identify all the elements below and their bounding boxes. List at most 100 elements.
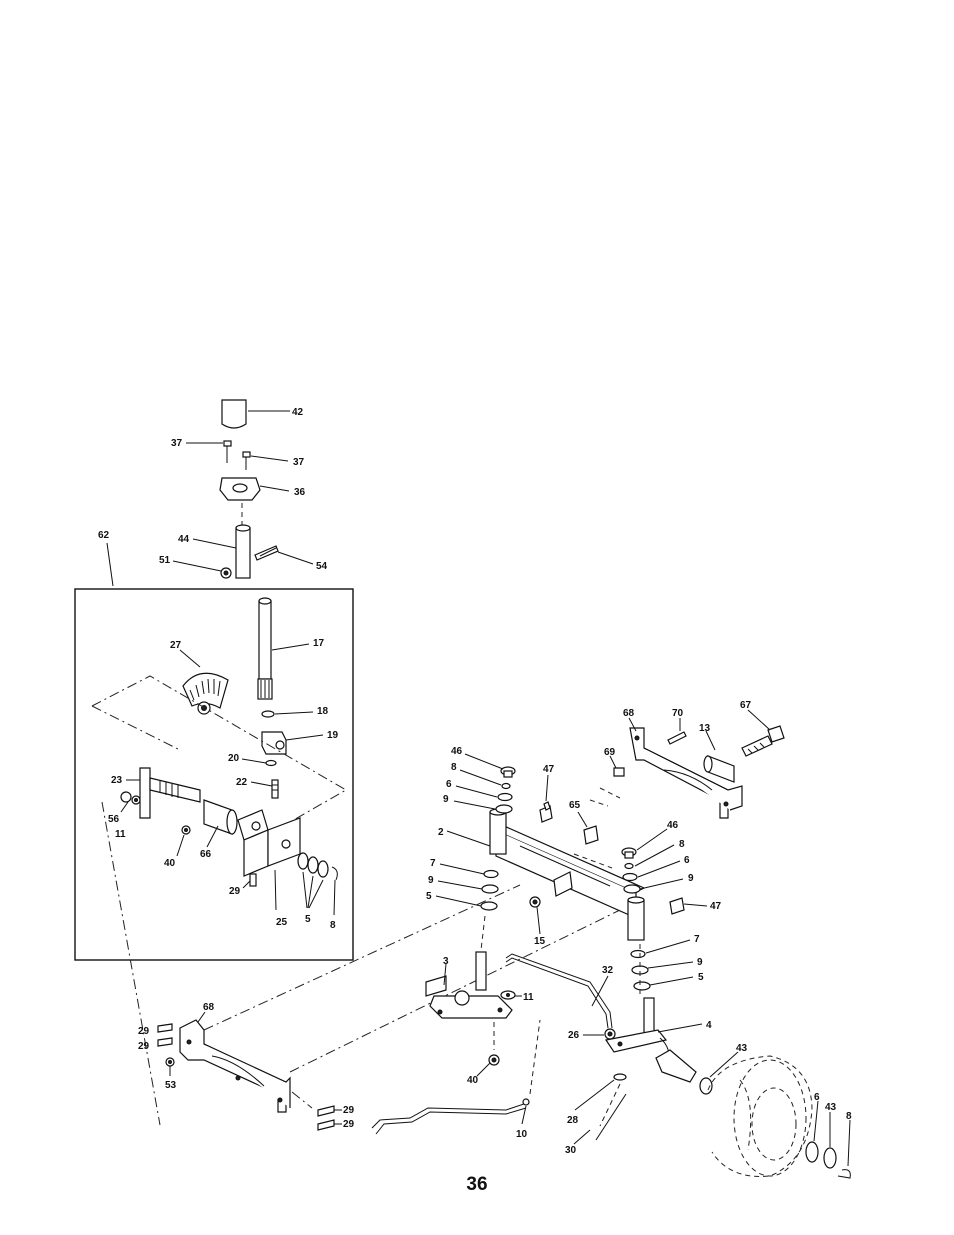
callout-53: 53 [165, 1080, 177, 1091]
bolt-29-lower-right [318, 1120, 334, 1130]
washer-7-right [631, 951, 645, 958]
nut-40-spindle [489, 1055, 499, 1065]
gear-shaft-bracket [140, 768, 200, 818]
callout-32: 32 [602, 965, 614, 976]
callout-29: 29 [138, 1041, 150, 1052]
callout-25: 25 [276, 917, 288, 928]
washer-7-left [484, 871, 498, 878]
callout-54: 54 [316, 561, 328, 572]
bolt-29-upper-right [318, 1106, 334, 1116]
axle-pivot-left [490, 809, 506, 854]
washer-5-left [481, 902, 497, 910]
gear-mount-bracket [238, 810, 300, 876]
callout-10: 10 [516, 1129, 528, 1140]
nut-51 [221, 568, 231, 578]
front-wheel [708, 1056, 812, 1177]
callout-42: 42 [292, 407, 304, 418]
screw-70 [668, 732, 686, 744]
callout-37: 37 [171, 438, 183, 449]
callout-69: 69 [604, 747, 616, 758]
callout-66: 66 [200, 849, 212, 860]
callout-6: 6 [684, 855, 690, 866]
steering-tube [222, 400, 246, 428]
callout-68: 68 [623, 708, 635, 719]
callout-8: 8 [330, 920, 336, 931]
callout-46: 46 [667, 820, 679, 831]
bolt-54 [255, 546, 278, 560]
callout-8: 8 [846, 1111, 852, 1122]
washer-6-left [498, 794, 512, 801]
callout-15: 15 [534, 936, 546, 947]
callout-67: 67 [740, 700, 752, 711]
spacer-65 [584, 826, 598, 844]
bolt-67 [742, 726, 784, 756]
callout-3: 3 [443, 956, 449, 967]
fitting-47-right [670, 898, 684, 914]
drag-link [506, 954, 612, 1028]
spacer-66 [204, 800, 237, 834]
callout-30: 30 [565, 1145, 577, 1156]
cap-46-right [622, 848, 636, 858]
callout-2: 2 [438, 827, 444, 838]
washer-9-left [496, 805, 512, 813]
tie-rod [372, 1099, 529, 1134]
callout-20: 20 [228, 753, 240, 764]
pin-69 [614, 768, 624, 776]
callout-6: 6 [446, 779, 452, 790]
screw-37-left [224, 441, 231, 463]
callout-28: 28 [567, 1115, 579, 1126]
clip-8-inset [332, 867, 337, 880]
callout-47: 47 [543, 764, 555, 775]
nut-40-inset [182, 826, 190, 834]
callout-4: 4 [706, 1020, 712, 1031]
clip-8-left [502, 784, 510, 789]
callout-47: 47 [710, 901, 722, 912]
pinion-block [262, 732, 286, 754]
steering-shaft [258, 598, 272, 699]
callout-labels: 42 37 37 36 62 44 51 54 17 27 18 19 20 2… [98, 407, 852, 1156]
callout-9: 9 [428, 875, 434, 886]
cap-46-left [501, 767, 515, 777]
callout-56: 56 [108, 814, 120, 825]
washer-9-lower-left [482, 885, 498, 893]
callout-8: 8 [679, 839, 685, 850]
callout-43: 43 [736, 1043, 748, 1054]
washer-56 [121, 792, 131, 802]
callout-23: 23 [111, 775, 123, 786]
callout-51: 51 [159, 555, 171, 566]
callout-5: 5 [698, 972, 704, 983]
callout-5: 5 [426, 891, 432, 902]
callout-29: 29 [343, 1119, 355, 1130]
frame-bracket-left [180, 1020, 290, 1112]
callout-7: 7 [430, 858, 436, 869]
washer-6-wheel [806, 1142, 818, 1162]
bolt-29-upper-left [158, 1024, 172, 1032]
axle-pivot-right [628, 897, 644, 940]
callout-17: 17 [313, 638, 325, 649]
callout-46: 46 [451, 746, 463, 757]
washer-6-right [623, 874, 637, 881]
callout-9: 9 [443, 794, 449, 805]
steering-bearing-flange [220, 478, 260, 500]
washer-28 [614, 1074, 626, 1080]
washer-43-wheel [824, 1148, 836, 1168]
callout-27: 27 [170, 640, 182, 651]
clip-8-right [625, 864, 633, 869]
washers-5-inset [298, 853, 328, 877]
fitting-47-left [540, 802, 552, 822]
steering-shaft-adapter [236, 525, 250, 578]
callout-22: 22 [236, 777, 248, 788]
callout-11: 11 [523, 992, 534, 1003]
washer-20 [266, 761, 276, 766]
callout-43: 43 [825, 1102, 837, 1113]
nut-11-spindle [501, 991, 515, 999]
callout-29: 29 [138, 1026, 150, 1037]
callout-62: 62 [98, 530, 110, 541]
nut-15 [530, 897, 540, 907]
callout-5: 5 [305, 914, 311, 925]
callout-18: 18 [317, 706, 329, 717]
callout-8: 8 [451, 762, 457, 773]
callout-9: 9 [688, 873, 694, 884]
washer-18 [262, 711, 274, 717]
